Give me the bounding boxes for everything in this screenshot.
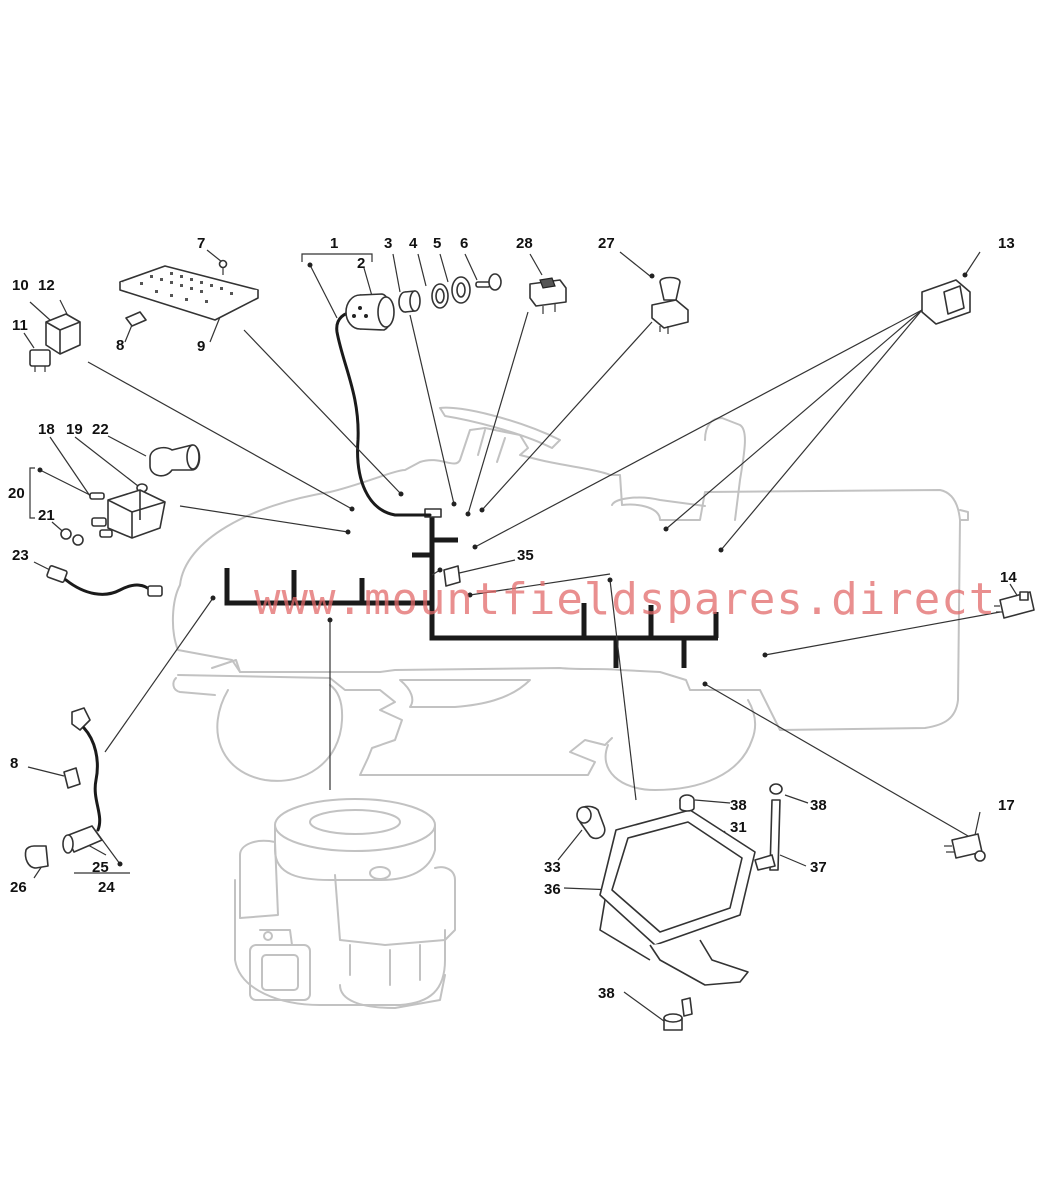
nuts-21 bbox=[60, 528, 84, 546]
solenoid-cover-22 bbox=[149, 444, 201, 477]
push-switch-27 bbox=[651, 276, 689, 334]
washer-4 bbox=[431, 283, 449, 309]
solenoid-20 bbox=[91, 489, 166, 539]
callout-12: 12 bbox=[38, 277, 55, 294]
nut-5 bbox=[451, 276, 471, 304]
leader-lines bbox=[23, 249, 1021, 1025]
bolt-18 bbox=[89, 492, 105, 500]
callout-20: 20 bbox=[8, 485, 25, 502]
callout-8b: 8 bbox=[10, 755, 18, 772]
callout-26: 26 bbox=[10, 879, 27, 896]
key-6 bbox=[475, 273, 502, 291]
battery-tray-36 bbox=[599, 809, 756, 986]
callout-25: 25 bbox=[92, 859, 109, 876]
callout-2: 2 bbox=[357, 255, 365, 272]
wiring-harness bbox=[224, 310, 719, 668]
callout-3: 3 bbox=[384, 235, 392, 252]
rocker-switch-13 bbox=[921, 279, 971, 325]
connector-14 bbox=[994, 591, 1035, 619]
callout-8a: 8 bbox=[116, 337, 124, 354]
bushing-3 bbox=[398, 290, 421, 313]
cable-23 bbox=[46, 565, 163, 597]
callout-labels: 1 2 3 4 5 6 7 8 8 9 10 11 12 13 14 17 18… bbox=[8, 235, 1017, 1002]
callout-19: 19 bbox=[66, 421, 83, 438]
switch-28 bbox=[529, 277, 567, 314]
callout-38b: 38 bbox=[810, 797, 827, 814]
clip-35 bbox=[443, 565, 461, 587]
callout-31: 31 bbox=[730, 819, 747, 836]
callout-17: 17 bbox=[998, 797, 1015, 814]
callout-22: 22 bbox=[92, 421, 109, 438]
callout-6: 6 bbox=[460, 235, 468, 252]
fuse-11 bbox=[29, 349, 51, 372]
lamp-harness-24 bbox=[24, 707, 103, 869]
callout-4: 4 bbox=[409, 235, 418, 252]
engine-outline bbox=[234, 798, 456, 1009]
callout-23: 23 bbox=[12, 547, 29, 564]
callout-7: 7 bbox=[197, 235, 205, 252]
bolt-38-top bbox=[679, 794, 695, 812]
callout-33: 33 bbox=[544, 859, 561, 876]
nut-38-bottom bbox=[663, 997, 693, 1031]
callout-36: 36 bbox=[544, 881, 561, 898]
callout-13: 13 bbox=[998, 235, 1015, 252]
callout-11: 11 bbox=[12, 317, 28, 334]
terminal-boot-33 bbox=[576, 805, 606, 840]
callout-38c: 38 bbox=[598, 985, 615, 1002]
ignition-switch bbox=[345, 293, 395, 331]
clip-8 bbox=[125, 311, 147, 327]
watermark-text: www.mountfieldspares.direct bbox=[254, 574, 996, 625]
callout-35: 35 bbox=[517, 547, 534, 564]
callout-1: 1 bbox=[330, 235, 338, 252]
callout-10: 10 bbox=[12, 277, 29, 294]
screw-7 bbox=[218, 259, 228, 275]
battery-strap-37 bbox=[754, 783, 783, 871]
relay-12 bbox=[45, 313, 81, 355]
callout-38a: 38 bbox=[730, 797, 747, 814]
leader-dots bbox=[37, 262, 968, 867]
callout-27: 27 bbox=[598, 235, 615, 252]
callout-9: 9 bbox=[197, 338, 205, 355]
tractor-body-outline bbox=[171, 406, 969, 791]
callout-24: 24 bbox=[98, 879, 115, 896]
callout-5: 5 bbox=[433, 235, 441, 252]
callout-37: 37 bbox=[810, 859, 827, 876]
connector-17 bbox=[944, 833, 986, 862]
callout-18: 18 bbox=[38, 421, 55, 438]
callout-14: 14 bbox=[1000, 569, 1017, 586]
circuit-board bbox=[119, 265, 259, 321]
callout-21: 21 bbox=[38, 507, 55, 524]
callout-28: 28 bbox=[516, 235, 533, 252]
